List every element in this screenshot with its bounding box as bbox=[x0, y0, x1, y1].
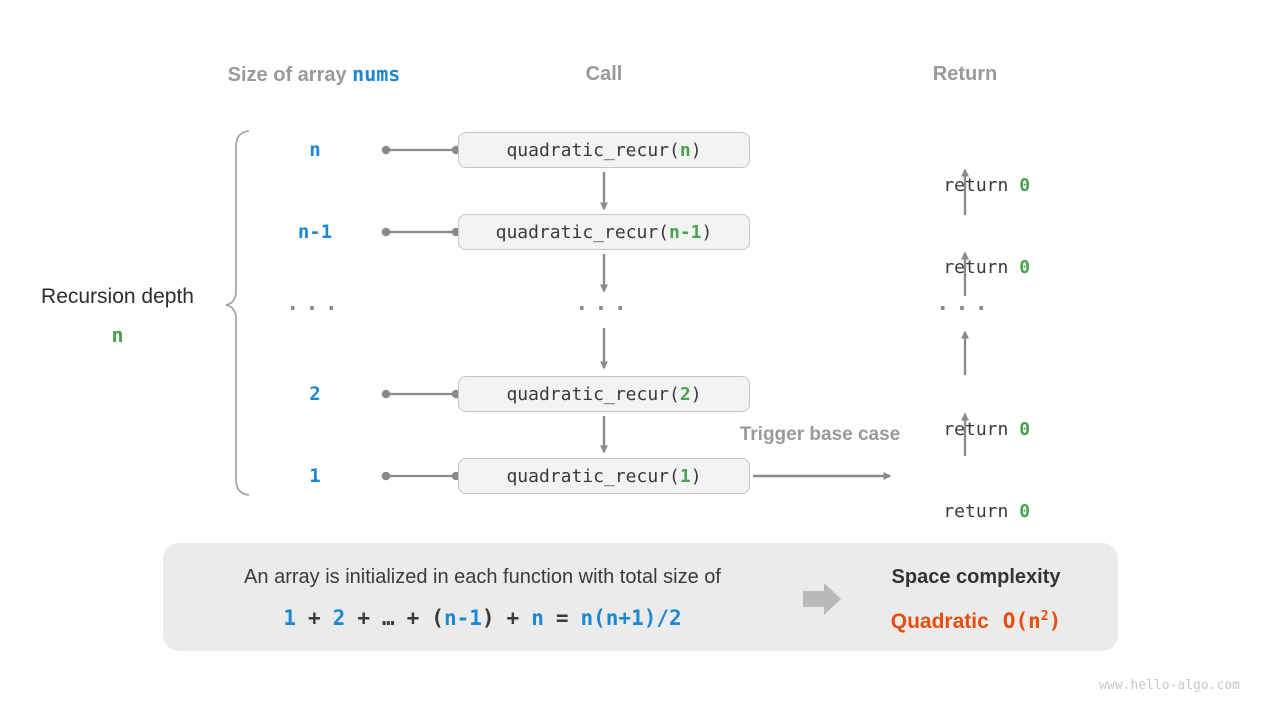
return-keyword: return bbox=[943, 501, 1020, 522]
formula-ellipsis: … bbox=[381, 606, 395, 630]
return-keyword: return bbox=[943, 257, 1020, 278]
complexity-name: Quadratic bbox=[890, 610, 989, 633]
header-size-of-array-label: Size of array bbox=[227, 64, 347, 86]
return-value: 0 bbox=[1019, 175, 1031, 196]
return-value: 0 bbox=[1019, 257, 1031, 278]
call-close: ) bbox=[690, 383, 702, 405]
size-label: n-1 bbox=[297, 221, 333, 243]
header-size-of-array: Size of array nums bbox=[164, 61, 464, 88]
call-close: ) bbox=[701, 221, 713, 243]
return-keyword: return bbox=[943, 175, 1020, 196]
summary-panel bbox=[163, 543, 1118, 651]
result-arrow-icon bbox=[803, 583, 841, 615]
formula-term: n-1 bbox=[443, 606, 482, 630]
size-ellipsis: ... bbox=[265, 291, 365, 328]
call-text: quadratic_recur( bbox=[506, 465, 680, 487]
call-arg: 1 bbox=[679, 465, 691, 487]
formula-paren: ) bbox=[481, 606, 495, 630]
return-value: 0 bbox=[1019, 419, 1031, 440]
watermark: www.hello-algo.com bbox=[1099, 678, 1240, 693]
header-nums-code: nums bbox=[352, 62, 401, 86]
header-call: Call bbox=[585, 63, 623, 85]
recursion-depth-label: Recursion depth bbox=[41, 285, 194, 308]
size-label: 1 bbox=[309, 465, 321, 487]
formula-op: + bbox=[357, 606, 370, 630]
return-statement: return 0 bbox=[880, 376, 1050, 484]
return-statement: return 0 bbox=[880, 214, 1050, 322]
call-arg: n-1 bbox=[669, 221, 702, 243]
formula-op: + bbox=[406, 606, 420, 630]
big-o-open: O(n bbox=[1002, 609, 1041, 633]
brace-icon bbox=[225, 130, 250, 496]
call-text: quadratic_recur( bbox=[495, 221, 670, 243]
call-box: quadratic_recur(n-1) bbox=[458, 214, 750, 250]
trigger-base-case-label: Trigger base case bbox=[739, 424, 901, 445]
call-box: quadratic_recur(2) bbox=[458, 376, 750, 412]
connector-lines bbox=[381, 145, 461, 481]
call-arg: n bbox=[679, 139, 691, 161]
header-return: Return bbox=[932, 63, 998, 85]
formula-term: 2 bbox=[332, 606, 346, 630]
call-close: ) bbox=[690, 139, 702, 161]
call-box: quadratic_recur(1) bbox=[458, 458, 750, 494]
call-text: quadratic_recur( bbox=[506, 139, 680, 161]
call-ellipsis: ... bbox=[504, 291, 704, 328]
formula-result: n(n+1)/2 bbox=[580, 606, 682, 630]
call-close: ) bbox=[690, 465, 702, 487]
call-box: quadratic_recur(n) bbox=[458, 132, 750, 168]
formula-paren: ( bbox=[431, 606, 444, 630]
return-keyword: return bbox=[943, 419, 1020, 440]
complexity-value: Quadratic O(n2) bbox=[855, 603, 1097, 636]
return-value: 0 bbox=[1019, 501, 1031, 522]
summary-line1: An array is initialized in each function… bbox=[244, 566, 721, 588]
ellipsis-dots: ... bbox=[936, 291, 994, 316]
formula-op: + bbox=[506, 606, 520, 630]
formula-op: + bbox=[308, 606, 321, 630]
formula-term: n bbox=[531, 606, 544, 630]
recursion-depth-value: n bbox=[111, 323, 124, 347]
return-statement: return 0 bbox=[880, 458, 1050, 566]
big-o-exponent: 2 bbox=[1040, 609, 1049, 624]
ellipsis-dots: ... bbox=[286, 291, 344, 316]
ellipsis-dots: ... bbox=[575, 291, 633, 316]
space-complexity-title: Space complexity bbox=[891, 566, 1061, 588]
formula-term: 1 bbox=[283, 606, 296, 630]
call-arg: 2 bbox=[679, 383, 691, 405]
formula-equals: = bbox=[555, 606, 569, 630]
size-label: 2 bbox=[309, 383, 321, 405]
big-o-notation: O(n2) bbox=[1003, 609, 1061, 633]
size-label: n bbox=[309, 139, 321, 161]
big-o-close: ) bbox=[1048, 609, 1062, 633]
return-ellipsis: ... bbox=[880, 291, 1050, 328]
call-text: quadratic_recur( bbox=[506, 383, 680, 405]
return-statement: return 0 bbox=[880, 132, 1050, 240]
summary-formula: 1 +2 + … + (n-1) + n = n(n+1)/2 bbox=[185, 604, 780, 632]
